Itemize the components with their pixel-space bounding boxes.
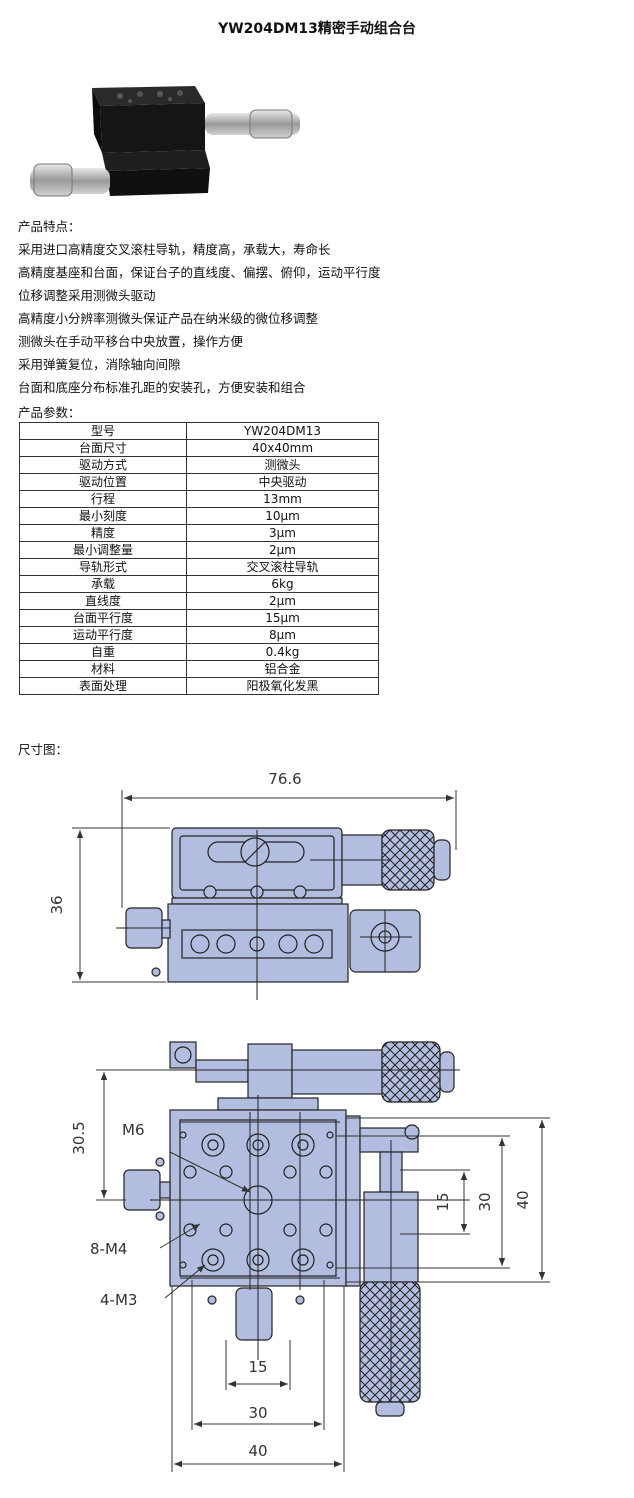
dim-bottom: [171, 1280, 345, 1472]
param-key: 运动平行度: [19, 626, 187, 644]
param-key: 直线度: [19, 592, 187, 610]
param-key: 台面平行度: [19, 609, 187, 627]
param-value: 3μm: [186, 524, 379, 542]
dim-36: [72, 827, 170, 983]
dim-label: 15: [248, 1358, 267, 1376]
top-view: [123, 1041, 455, 1417]
top-view-centerlines: [100, 1069, 470, 1400]
table-row: 表面处理阳极氧化发黑: [19, 677, 379, 695]
feature-item: 采用进口高精度交叉滚柱导轨，精度高，承载大，寿命长: [18, 242, 331, 257]
dim-label: 30: [248, 1404, 267, 1422]
side-view: [125, 827, 451, 983]
table-row: 导轨形式交叉滚柱导轨: [19, 558, 379, 576]
dim-label: 36: [48, 895, 66, 914]
product-photo: [30, 86, 300, 197]
param-value: 阳极氧化发黑: [186, 677, 379, 695]
param-value: 10μm: [186, 507, 379, 525]
dim-30-5: [96, 1069, 170, 1201]
param-key: 自重: [19, 643, 187, 661]
param-key: 最小刻度: [19, 507, 187, 525]
feature-item: 台面和底座分布标准孔距的安装孔，方便安装和组合: [18, 380, 306, 395]
param-key: 驱动位置: [19, 473, 187, 491]
param-value: 中央驱动: [186, 473, 379, 491]
param-value: 2μm: [186, 541, 379, 559]
dim-label: 40: [248, 1442, 267, 1460]
param-value: YW204DM13: [186, 422, 379, 440]
dims-heading: 尺寸图：: [18, 742, 69, 757]
feature-item: 测微头在手动平移台中央放置，操作方便: [18, 334, 244, 349]
dim-label: 8-M4: [90, 1240, 127, 1258]
param-key: 承载: [19, 575, 187, 593]
dim-label: 76.6: [268, 770, 301, 788]
param-value: 交叉滚柱导轨: [186, 558, 379, 576]
param-value: 2μm: [186, 592, 379, 610]
dimension-drawing: 76.6 36: [48, 770, 550, 1472]
param-value: 测微头: [186, 456, 379, 474]
param-key: 型号: [19, 422, 187, 440]
feature-item: 高精度小分辨率测微头保证产品在纳米级的微位移调整: [18, 311, 319, 326]
param-value: 15μm: [186, 609, 379, 627]
dim-label: 30: [476, 1192, 494, 1211]
table-row: 驱动位置中央驱动: [19, 473, 379, 491]
dim-label: 40: [514, 1190, 532, 1209]
dim-right: [336, 1117, 550, 1283]
param-value: 8μm: [186, 626, 379, 644]
feature-item: 采用弹簧复位，消除轴向间隙: [18, 357, 181, 372]
params-heading: 产品参数：: [18, 405, 81, 420]
param-key: 驱动方式: [19, 456, 187, 474]
dim-label: 4-M3: [100, 1291, 137, 1309]
param-key: 精度: [19, 524, 187, 542]
feature-item: 位移调整采用测微头驱动: [18, 288, 156, 303]
param-key: 最小调整量: [19, 541, 187, 559]
dim-label: M6: [122, 1121, 145, 1139]
param-key: 材料: [19, 660, 187, 678]
param-value: 铝合金: [186, 660, 379, 678]
page-title: YW204DM13精密手动组合台: [218, 21, 416, 37]
param-key: 表面处理: [19, 677, 187, 695]
dim-label: 15: [434, 1192, 452, 1211]
param-key: 导轨形式: [19, 558, 187, 576]
dim-76-6: [121, 790, 457, 908]
dim-label: 30.5: [70, 1121, 88, 1154]
param-key: 行程: [19, 490, 187, 508]
param-value: 13mm: [186, 490, 379, 508]
feature-item: 高精度基座和台面，保证台子的直线度、偏摆、俯仰，运动平行度: [18, 265, 381, 280]
table-row: 驱动方式测微头: [19, 456, 379, 474]
features-section: 产品特点： 采用进口高精度交叉滚柱导轨，精度高，承载大，寿命长 高精度基座和台面…: [18, 215, 618, 399]
features-heading: 产品特点：: [18, 219, 81, 234]
param-value: 6kg: [186, 575, 379, 593]
param-key: 台面尺寸: [19, 439, 187, 457]
side-view-centerlines: [116, 830, 412, 1000]
param-value: 40x40mm: [186, 439, 379, 457]
table-row: 材料铝合金: [19, 660, 379, 678]
param-value: 0.4kg: [186, 643, 379, 661]
